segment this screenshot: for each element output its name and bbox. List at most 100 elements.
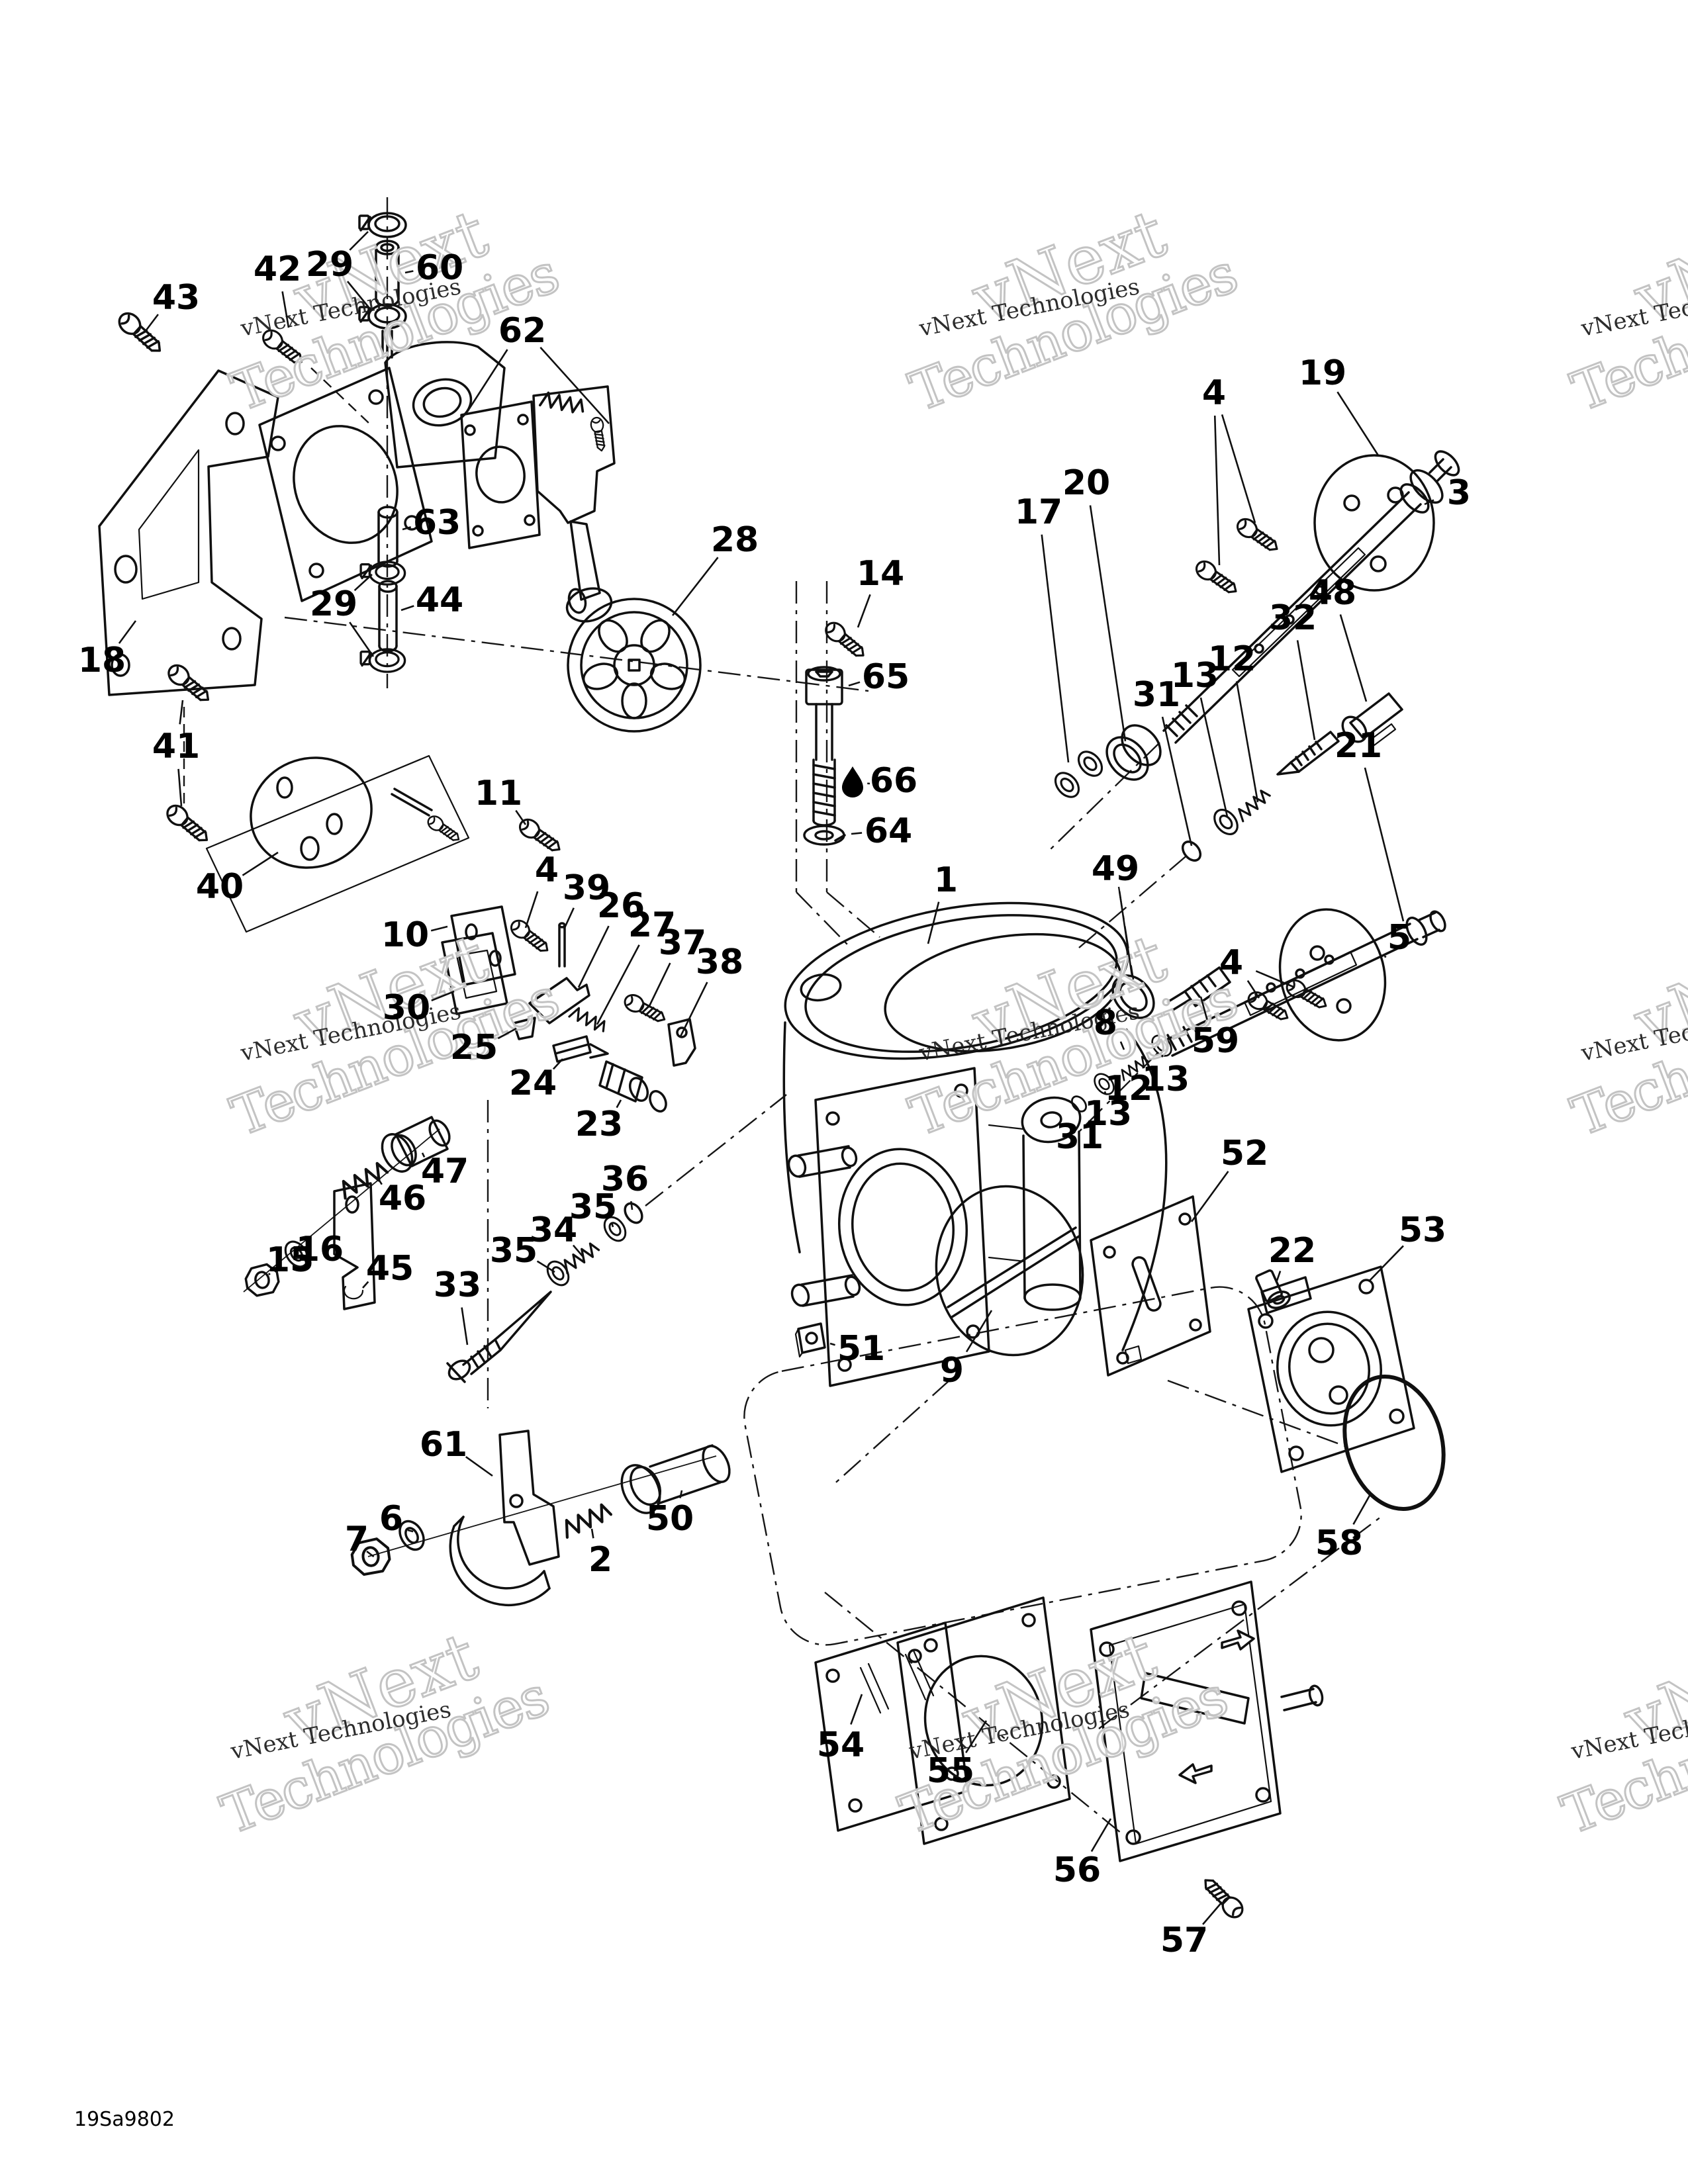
part-48-cap <box>1341 692 1403 747</box>
part-17-orings <box>1049 746 1108 803</box>
callout-50: 50 <box>646 1499 694 1539</box>
callout-3: 3 <box>1447 473 1471 513</box>
part-57-screw <box>1197 1872 1248 1923</box>
leader-line-35 <box>611 1222 614 1228</box>
drawing-code: 19Sa9802 <box>74 2108 175 2131</box>
part-38-bracket <box>667 1018 696 1067</box>
leader-line-53 <box>1368 1245 1404 1282</box>
leader-line-20 <box>1089 505 1127 742</box>
callout-30: 30 <box>383 988 430 1028</box>
callout-33: 33 <box>434 1265 481 1305</box>
leader-line-10 <box>430 925 448 932</box>
part-14-screw <box>821 617 870 663</box>
callout-64: 64 <box>865 811 912 851</box>
part-60-tube <box>375 240 400 307</box>
part-64-lock-washer <box>803 825 846 846</box>
callout-19: 19 <box>1299 353 1346 393</box>
leader-line-62 <box>466 349 508 412</box>
callout-31: 31 <box>1056 1117 1103 1157</box>
callout-4: 4 <box>1202 373 1226 413</box>
part-54-diaphragm <box>814 1621 969 1832</box>
callout-12: 12 <box>1105 1069 1152 1109</box>
leader-line-27 <box>596 944 640 1025</box>
leader-line-42 <box>281 291 290 328</box>
leader-line-29 <box>353 574 373 592</box>
callout-36: 36 <box>601 1160 649 1199</box>
leader-line-29 <box>349 231 369 251</box>
callout-65: 65 <box>862 657 910 697</box>
leader-line-30 <box>431 990 455 1002</box>
callout-39: 39 <box>563 868 610 908</box>
callout-7: 7 <box>345 1520 369 1559</box>
part-gasket-large <box>258 367 433 602</box>
leader-line-43 <box>144 314 159 332</box>
callout-53: 53 <box>1399 1210 1446 1250</box>
part-66-oil-drop-icon <box>842 766 863 797</box>
callout-45: 45 <box>366 1249 414 1289</box>
part-4-screws-top <box>1192 514 1283 600</box>
parts-drawing <box>98 212 1460 1923</box>
callout-1: 1 <box>934 860 958 900</box>
part-27-spring <box>568 1005 609 1034</box>
leader-line-24 <box>552 1058 563 1070</box>
callout-4: 4 <box>1219 943 1243 983</box>
callout-41: 41 <box>152 727 200 766</box>
callout-47: 47 <box>421 1152 469 1191</box>
part-39-pin <box>558 922 566 968</box>
part-51-square-nut <box>794 1322 826 1358</box>
callout-66: 66 <box>870 761 917 801</box>
callout-34: 34 <box>530 1210 577 1250</box>
part-62-lever-assembly <box>532 385 616 623</box>
leader-line-26 <box>577 925 610 988</box>
leader-line-23 <box>616 1099 622 1109</box>
leader-line-29 <box>346 281 372 310</box>
leader-line-3 <box>1424 499 1434 506</box>
callout-29: 29 <box>306 245 353 285</box>
callout-48: 48 <box>1309 573 1356 613</box>
leader-line-60 <box>404 270 414 274</box>
part-5-butterfly-disc <box>1278 908 1387 1042</box>
leader-line-15 <box>267 1273 271 1275</box>
leader-line-38 <box>679 981 708 1037</box>
callout-62: 62 <box>498 311 546 351</box>
leader-line-12 <box>1235 681 1259 803</box>
callout-13: 13 <box>1142 1060 1190 1099</box>
callout-61: 61 <box>420 1425 467 1465</box>
callout-35: 35 <box>490 1231 538 1271</box>
callout-26: 26 <box>597 886 645 926</box>
callout-54: 54 <box>817 1725 865 1765</box>
leader-line-5 <box>1383 955 1387 958</box>
part-61-choke-lever <box>449 1430 560 1607</box>
part-throttle-pulley <box>567 598 702 733</box>
leader-line-19 <box>1336 391 1380 456</box>
callout-13: 13 <box>1171 656 1219 696</box>
callout-21: 21 <box>1335 726 1382 766</box>
callout-55: 55 <box>927 1751 974 1791</box>
leader-line-59 <box>1199 996 1208 1021</box>
part-21-choke-shaft <box>1164 910 1446 1057</box>
part-53-pump-cover <box>1247 1265 1415 1473</box>
leader-line-18 <box>118 620 137 644</box>
callout-44: 44 <box>416 580 463 620</box>
callout-38: 38 <box>696 942 743 982</box>
callout-51: 51 <box>837 1329 885 1369</box>
leader-line-13 <box>1199 697 1229 817</box>
leader-line-41 <box>177 768 183 807</box>
part-36-oring <box>620 1199 647 1228</box>
leader-line-21 <box>1364 767 1405 922</box>
part-50-spacer-tube <box>620 1444 731 1514</box>
leader-line-35 <box>536 1260 555 1273</box>
callout-42: 42 <box>254 250 301 289</box>
leader-line-39 <box>563 907 575 930</box>
leader-line-4 <box>1213 415 1221 566</box>
callout-52: 52 <box>1221 1134 1268 1173</box>
leader-line-50 <box>679 1490 683 1498</box>
leader-line-41 <box>179 700 184 725</box>
callout-12: 12 <box>1208 639 1256 679</box>
leader-line-16 <box>295 1256 301 1259</box>
part-30-cover-plate <box>441 932 508 1015</box>
